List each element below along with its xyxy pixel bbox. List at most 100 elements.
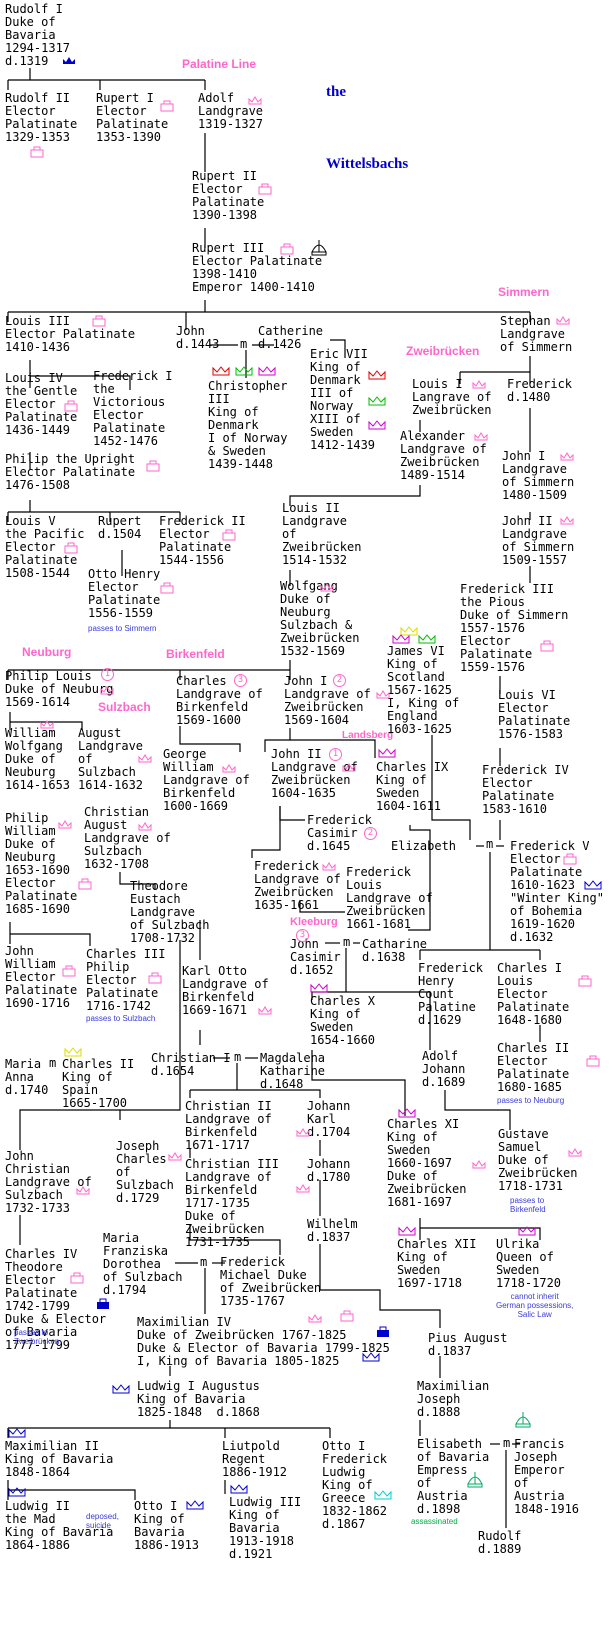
ducal-coronet-icon <box>472 380 486 389</box>
person-christian-i-death: d.1654 <box>151 1064 195 1078</box>
person-christian-ii: Christian II Landgrave of Birkenfeld 167… <box>185 1099 272 1152</box>
note-passes-to-zweibrucken: passes to Zweibrücken <box>14 1328 60 1346</box>
person-rudolf: Rudolf d.1889 <box>478 1529 522 1556</box>
marriage-symbol: m <box>49 1056 57 1070</box>
label-zweibrucken: Zweibrücken <box>406 344 480 358</box>
elector-hat-icon <box>340 1310 354 1322</box>
ducal-coronet-icon <box>138 822 152 831</box>
royal-crown-icon-sweden <box>368 420 386 430</box>
person-frederick-v: Frederick V Elector Palatinate 1610-1623… <box>510 839 604 944</box>
ducal-coronet-icon <box>138 754 152 763</box>
person-otto-i-greece: Otto I Frederick Ludwig King of Greece 1… <box>322 1439 388 1531</box>
circled-number-2: 2 <box>333 674 346 687</box>
ducal-coronet-icon <box>40 720 54 729</box>
note-passes-to-sulzbach: passes to Sulzbach <box>86 1014 156 1023</box>
ducal-coronet-icon <box>58 820 72 829</box>
royal-crown-icon-sweden <box>378 748 396 758</box>
person-john-william: John William Elector Palatinate 1690-171… <box>5 944 78 1010</box>
person-elizabeth-stuart: Elizabeth <box>391 839 457 853</box>
person-francis-joseph: Francis Joseph Emperor of Austria 1848-1… <box>514 1437 580 1516</box>
ducal-coronet-icon <box>248 96 262 105</box>
person-rudolf-i: Rudolf I Duke of Bavaria 1294-1317 d.131… <box>5 2 71 68</box>
elector-hat-icon <box>92 315 106 327</box>
circled-number-2: 2 <box>364 827 377 840</box>
ducal-coronet-icon <box>322 862 336 871</box>
person-charles-x: Charles X King of Sweden 1654-1660 <box>310 994 376 1047</box>
person-louis-iii: Louis III Elector Palatinate 1410-1436 <box>5 314 136 354</box>
marriage-symbol: m <box>234 1050 242 1064</box>
person-philip-william: Philip William Duke of Neuburg 1653-1690… <box>5 811 78 916</box>
person-maria-anna-title: Anna d.1740 <box>5 1070 49 1097</box>
ducal-coronet-icon <box>342 763 356 772</box>
person-alexander: Alexander Landgrave of Zweibrücken 1489-… <box>400 429 487 482</box>
person-stephan: Stephan Landgrave of Simmern <box>500 314 573 354</box>
person-august-sulzbach: August Landgrave of Sulzbach 1614-1632 <box>78 726 144 792</box>
person-adolf: Adolf Landgrave 1319-1327 <box>198 91 264 131</box>
person-theodore-eustach: Theodore Eustach Landgrave of Sulzbach 1… <box>130 879 210 945</box>
marriage-symbol: m <box>343 935 351 949</box>
royal-crown-icon-greece <box>374 1490 392 1500</box>
person-ulrika: Ulrika Queen of Sweden 1718-1720 <box>496 1237 562 1290</box>
note-deposed-suicide: deposed, suicide <box>86 1512 119 1530</box>
person-frederick-ii: Frederick II Elector Palatinate 1544-155… <box>159 514 246 567</box>
person-william-wolfgang: William Wolfgang Duke of Neuburg 1614-16… <box>5 726 71 792</box>
person-john-death: d.1443 <box>176 337 220 351</box>
person-ludwig-ii: Ludwig II the Mad King of Bavaria 1864-1… <box>5 1499 114 1552</box>
royal-crown-icon-norway <box>235 366 253 376</box>
person-philip-the-upright: Philip the Upright Elector Palatinate 14… <box>5 452 136 492</box>
ducal-coronet-icon <box>308 1314 322 1323</box>
elector-hat-icon <box>64 400 78 412</box>
person-gustave-samuel: Gustave Samuel Duke of Zweibrücken 1718-… <box>498 1127 578 1193</box>
chart-title: the Wittelsbachs <box>326 32 408 224</box>
person-ludwig-i: Ludwig I Augustus King of Bavaria 1825-1… <box>137 1379 260 1419</box>
ducal-coronet-icon <box>63 57 75 64</box>
elector-hat-icon <box>563 853 577 865</box>
elector-hat-icon <box>78 878 92 890</box>
person-maria-franziska: Maria Franziska Dorothea of Sulzbach d.1… <box>103 1231 183 1297</box>
label-simmern: Simmern <box>498 285 550 299</box>
person-john: John <box>176 324 205 338</box>
ducal-coronet-icon <box>258 1006 272 1015</box>
person-charles-birkenfeld: Charles Landgrave of Birkenfeld 1569-160… <box>176 674 263 727</box>
person-christopher-iii: Christopher III King of Denmark I of Nor… <box>208 379 288 471</box>
person-eric-vii: Eric VII King of Denmark III of Norway X… <box>310 347 376 452</box>
royal-crown-icon-denmark <box>368 370 386 380</box>
royal-crown-icon-sweden <box>398 1108 416 1118</box>
imperial-crown-icon-austria <box>467 1472 483 1488</box>
elector-hat-icon <box>540 640 554 652</box>
person-rupert-d1504: Rupert d.1504 <box>98 514 142 541</box>
person-pius-august: Pius August d.1837 <box>428 1331 508 1358</box>
circled-number-1: 1 <box>101 668 114 681</box>
person-otto-i-bavaria: Otto I King of Bavaria 1886-1913 <box>134 1499 200 1552</box>
elector-hat-icon <box>62 965 76 977</box>
circled-number-3: 3 <box>234 674 247 687</box>
label-palatine-line: Palatine Line <box>182 57 257 71</box>
person-liutpold: Liutpold Regent 1886-1912 <box>222 1439 288 1479</box>
ducal-coronet-icon <box>560 452 574 461</box>
label-kleeburg: Kleeburg <box>290 916 338 928</box>
royal-crown-icon-norway <box>368 396 386 406</box>
royal-crown-icon-bavaria <box>8 1428 26 1438</box>
person-john-i-simmern: John I Landgrave of Simmern 1480-1509 <box>502 449 575 502</box>
note-passes-to-birkenfeld: passes to Birkenfeld <box>510 1196 546 1214</box>
ducal-coronet-icon <box>320 583 334 592</box>
royal-crown-icon-scotland <box>392 634 410 644</box>
royal-crown-icon-bohemia <box>584 880 602 890</box>
circled-number-1: 1 <box>329 748 342 761</box>
person-charles-ii-palatinate: Charles II Elector Palatinate 1680-1685 <box>497 1041 570 1094</box>
elector-hat-icon <box>280 243 294 255</box>
elector-hat-icon <box>64 542 78 554</box>
ducal-coronet-icon <box>474 432 488 441</box>
person-maximilian-iv: Maximilian IV Duke of Zweibrücken 1767-1… <box>137 1315 390 1368</box>
person-frederick-iii: Frederick III the Pious Duke of Simmern … <box>460 582 569 674</box>
person-ludwig-iii: Ludwig III King of Bavaria 1913-1918 d.1… <box>229 1495 302 1561</box>
person-rupert-i: Rupert I Elector Palatinate 1353-1390 <box>96 91 169 144</box>
person-otto-henry: Otto Henry Elector Palatinate 1556-1559 <box>88 567 161 620</box>
person-frederick-michael: Frederick Michael Duke of Zweibrücken 17… <box>220 1255 322 1308</box>
title-line-1: the <box>326 84 346 100</box>
elector-hat-icon <box>160 582 174 594</box>
person-charles-ix: Charles IX King of Sweden 1604-1611 <box>376 760 449 813</box>
ducal-coronet-icon <box>376 690 390 699</box>
